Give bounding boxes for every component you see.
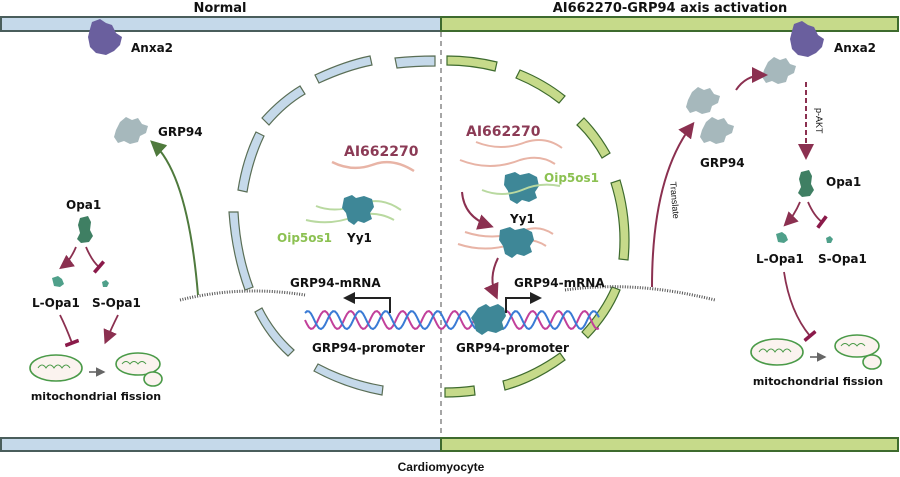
label-ai662270-left: AI662270: [344, 144, 419, 160]
membrane-bottom-normal: [0, 437, 442, 452]
title-activation: AI662270-GRP94 axis activation: [553, 1, 788, 16]
label-anxa2-left: Anxa2: [131, 41, 173, 55]
label-l-opa1-right: L-Opa1: [756, 252, 804, 266]
lncrna-ai662270-right-2: [459, 156, 556, 167]
arrow-opa1-l-right: [783, 201, 801, 227]
label-grp94-left: GRP94: [158, 125, 203, 139]
label-cardiomyocyte: Cardiomyocyte: [398, 460, 485, 474]
anxa2-protein-right: [790, 21, 824, 57]
label-oip5os1-left: Oip5os1: [277, 231, 332, 245]
grp94-protein-left: [114, 117, 148, 144]
grp94-protein-right-2: [700, 117, 734, 144]
lncrna-oip5os1-right: [481, 183, 561, 195]
inhibit-l-opa1-fission-right: [783, 271, 817, 342]
arrow-translate: [651, 121, 695, 288]
mitochondrion-intact-right: [750, 338, 804, 366]
yy1-protein-promoter: [471, 304, 506, 335]
grp94-protein-right-1: [686, 87, 720, 114]
label-s-opa1-left: S-Opa1: [92, 296, 141, 310]
inhibit-opa1-s-right: [807, 201, 828, 229]
inhibit-l-opa1-fission-left: [59, 314, 80, 348]
yy1-protein-right-bound: [499, 227, 534, 258]
membrane-top-normal: [0, 16, 442, 32]
mitochondrion-fragmented-left: [115, 352, 163, 387]
yy1-protein-left: [342, 195, 374, 225]
membrane-bottom-active: [440, 437, 899, 452]
nucleus-envelope-active: [444, 55, 630, 398]
arrow-export-grp94: [150, 140, 199, 296]
dna-helix: [304, 310, 600, 331]
title-normal: Normal: [194, 1, 247, 16]
label-ai662270-right: AI662270: [466, 124, 541, 140]
label-oip5os1-right: Oip5os1: [544, 171, 599, 185]
label-mrna-left: GRP94-mRNA: [290, 276, 381, 290]
transcription-arrow-right: [505, 292, 542, 313]
label-fission-left: mitochondrial fission: [31, 390, 161, 403]
opa1-protein-left: [77, 216, 93, 243]
arrow-opa1-l-left: [59, 246, 77, 270]
s-opa1-protein-left: [102, 280, 109, 287]
arrow-s-opa1-fission-left: [103, 314, 119, 345]
label-grp94-right: GRP94: [700, 156, 745, 170]
anxa2-protein-left: [88, 19, 122, 55]
label-promoter-left: GRP94-promoter: [312, 341, 425, 355]
arrow-grp94-to-anxa2: [735, 67, 768, 91]
lncrna-ai662270-right-1: [475, 139, 563, 149]
l-opa1-protein-left: [52, 276, 64, 287]
label-yy1-left: Yy1: [346, 231, 372, 245]
opa1-protein-right: [798, 170, 814, 197]
label-fission-right: mitochondrial fission: [753, 375, 883, 388]
label-mrna-right: GRP94-mRNA: [514, 276, 605, 290]
mrna-strand-right: [564, 285, 716, 302]
label-promoter-right: GRP94-promoter: [456, 341, 569, 355]
label-opa1-right: Opa1: [826, 175, 861, 189]
label-pakt: p-AKT: [814, 108, 824, 134]
label-translate: Translate: [668, 181, 681, 219]
mitochondrion-intact-left: [29, 354, 83, 382]
label-s-opa1-right: S-Opa1: [818, 252, 867, 266]
inhibit-opa1-s-left: [85, 246, 106, 274]
arrow-yy1-binding: [461, 191, 494, 230]
label-opa1-left: Opa1: [66, 198, 101, 212]
label-l-opa1-left: L-Opa1: [32, 296, 80, 310]
lncrna-ai662270-left: [331, 160, 415, 173]
label-yy1-right: Yy1: [509, 212, 535, 226]
yy1-protein-right-top: [504, 172, 539, 204]
l-opa1-protein-right: [776, 232, 788, 243]
transcription-arrow-left: [343, 292, 391, 313]
label-anxa2-right: Anxa2: [834, 41, 876, 55]
s-opa1-protein-right: [826, 236, 833, 243]
membrane-top-active: [440, 16, 899, 32]
mitochondrion-fragmented-right: [834, 334, 882, 370]
arrow-yy1-to-promoter: [483, 257, 499, 300]
grp94-protein-right-bound: [762, 57, 796, 84]
